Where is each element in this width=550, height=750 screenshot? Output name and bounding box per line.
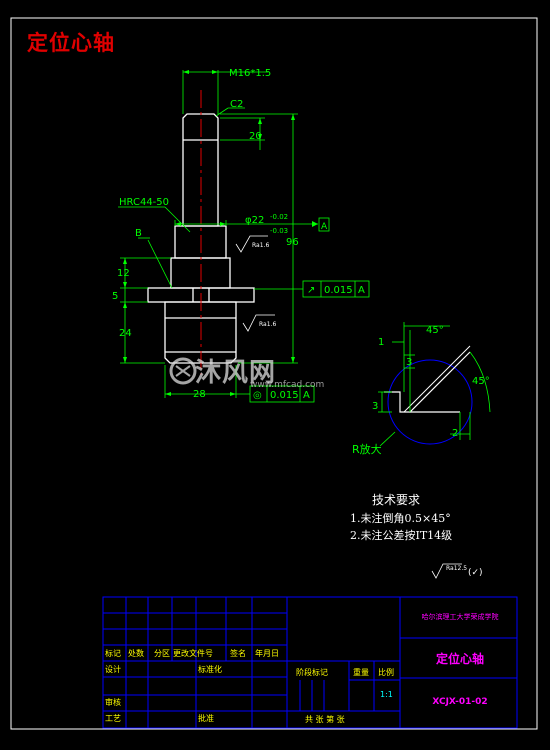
dim-chamfer: C2 [230,99,243,110]
page-title: 定位心轴 [27,31,115,55]
tb-check: 审核 [105,698,121,707]
detail-view [378,322,491,447]
dim-tol-lower: -0.03 [270,227,288,235]
roughness-2: Ra1.6 [259,321,276,328]
dim-96: 96 [286,237,299,248]
dimension-lines [118,70,318,398]
dim-28: 28 [193,389,206,400]
roughness-symbols [235,235,462,579]
title-block-grid [102,596,518,729]
gdt2-value: 0.015 [270,390,299,401]
tech-note-1: 1.未注倒角0.5×45° [350,512,451,525]
rough-all-paren: (✓) [468,568,483,578]
detail-dim-3a: 3 [406,357,412,368]
gdt1-value: 0.015 [324,285,353,296]
dim-dia22: φ22 [245,215,264,226]
watermark-brand: 沐风网 [195,358,277,388]
tech-note-2: 2.未注公差按IT14级 [350,529,453,542]
roughness-1: Ra1.6 [252,242,269,249]
tech-requirements-title: 技术要求 [372,493,421,507]
gdt1-symbol: ↗ [307,285,315,296]
detail-radius-label: R放大 [352,442,382,456]
dim-thread: M16*1.5 [229,68,271,79]
datum-a-box [318,217,330,232]
label-b: B [135,228,142,239]
hardness-label: HRC44-50 [119,197,169,208]
arrow-heads [123,70,318,396]
tb-row-label-3: 分区 [154,649,170,658]
tb-approve: 批准 [198,714,214,723]
watermark-logo-icon [169,357,197,385]
detail-dim-2: 2 [452,428,458,439]
drawing-frame [10,17,538,730]
detail-angle-right: 45° [472,376,490,387]
dim-tol-upper: -0.02 [270,213,288,221]
dim-12: 12 [117,268,130,279]
tb-row-label-5: 签名 [230,649,246,658]
datum-a-label: A [321,222,328,232]
dim-5: 5 [112,291,118,302]
gdt2-datum: A [303,390,310,401]
tb-row-label-6: 年月日 [255,649,279,658]
tb-weight: 重量 [353,668,369,677]
tb-row-label-2: 处数 [128,649,144,658]
title-block-school: 哈尔滨理工大学荣成学院 [421,613,499,621]
tb-sheet: 共 张 第 张 [305,715,345,724]
dim-24: 24 [119,328,132,339]
tb-stage: 阶段标记 [296,668,328,677]
tb-scale: 比例 [378,668,394,677]
tb-design: 设计 [105,665,121,674]
gdt-frames [249,280,370,403]
rough-all-label: Ra12.5 [446,565,467,572]
gdt2-symbol: ◎ [253,390,262,401]
tb-scale-value: 1:1 [380,690,393,699]
title-block-code: XCJX-01-02 [432,697,488,707]
tb-process: 工艺 [105,714,121,723]
gdt1-datum: A [358,285,365,296]
watermark-url: www.mfcad.com [250,380,325,390]
dim-20: 20 [249,131,262,142]
detail-dim-1: 1 [378,337,384,348]
detail-dim-3b: 3 [372,401,378,412]
tb-standard: 标准化 [198,665,222,674]
title-block-part-name: 定位心轴 [435,652,484,666]
tb-row-label-1: 标记 [105,649,121,658]
tb-row-label-4: 更改文件号 [173,649,213,658]
detail-angle-top: 45° [426,325,444,336]
